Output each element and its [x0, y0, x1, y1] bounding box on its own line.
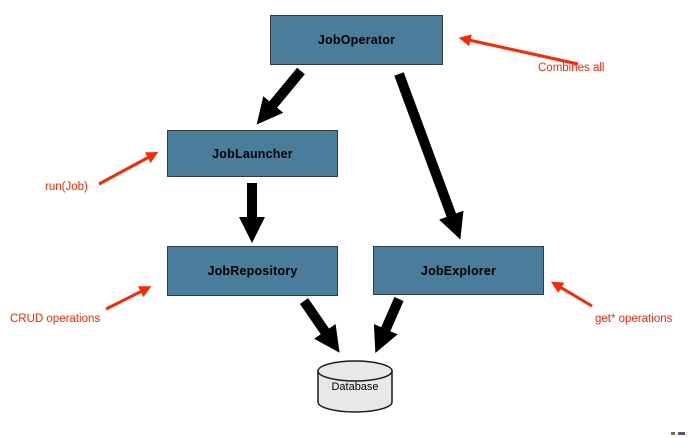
- edge-joboperator-joblauncher-arrow: [256, 67, 305, 125]
- annotation-run-job: run(Job): [45, 181, 88, 193]
- annotation-arrow-run-job: [98, 152, 159, 186]
- page-number-fragment: [671, 432, 685, 435]
- database-label: Database: [331, 381, 379, 393]
- page-number-fragment-mark: [678, 432, 685, 435]
- node-job-launcher-label: JobLauncher: [212, 146, 293, 161]
- node-job-explorer: JobExplorer: [373, 246, 544, 295]
- node-job-launcher: JobLauncher: [167, 130, 338, 177]
- annotation-arrow-combines-all: [458, 34, 579, 66]
- page-number-fragment-mark: [671, 432, 675, 435]
- edge-jobexplorer-database-arrow: [373, 296, 404, 353]
- node-job-operator-label: JobOperator: [317, 33, 396, 47]
- annotation-crud-operations: CRUD operations: [10, 313, 101, 325]
- edge-jobrepository-database-arrow: [299, 298, 340, 353]
- database-cylinder: [317, 360, 393, 413]
- edge-joboperator-jobexplorer-arrow: [394, 72, 464, 240]
- node-job-operator: JobOperator: [270, 15, 443, 65]
- node-job-repository: JobRepository: [167, 246, 338, 296]
- node-job-explorer-label: JobExplorer: [420, 263, 497, 278]
- annotation-arrow-crud-operations: [105, 286, 152, 311]
- node-job-repository-label: JobRepository: [207, 264, 298, 278]
- annotation-combines-all: Combines all: [538, 62, 605, 74]
- annotation-get-operations: get* operations: [595, 313, 673, 325]
- annotation-arrow-get-operations: [550, 281, 593, 308]
